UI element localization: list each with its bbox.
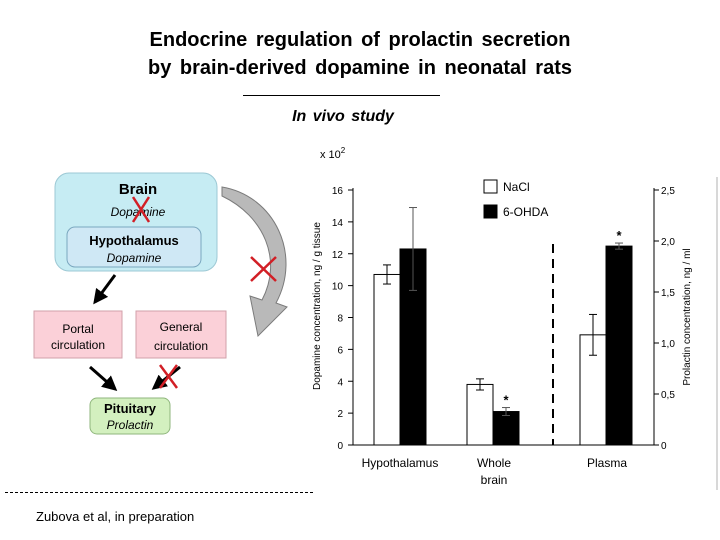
left-axis-tick-label: 14 <box>332 218 344 229</box>
subtitle: In vivo study <box>292 108 394 125</box>
title-line-1: Endocrine regulation of prolactin secret… <box>149 29 571 51</box>
portal-to-pituitary-arrow-icon <box>89 365 118 391</box>
left-axis-tick-label: 10 <box>332 282 344 293</box>
left-axis-tick-label: 0 <box>337 441 343 452</box>
left-axis-tick-label: 12 <box>332 250 344 261</box>
left-axis-multiplier-base: x 10 <box>320 149 341 161</box>
brain-label: Brain <box>119 181 157 198</box>
general-label-line-2: circulation <box>154 339 208 353</box>
left-axis-tick-label: 6 <box>337 345 343 356</box>
credit-text: Zubova et al, in preparation <box>36 509 195 524</box>
left-axis-tick-label: 2 <box>337 409 343 420</box>
right-axis-tick-label: 0 <box>661 441 667 452</box>
category-label: Plasma <box>587 456 627 470</box>
portal-label-line-1: Portal <box>62 322 93 336</box>
right-axis-tick-label: 2,0 <box>661 237 675 248</box>
portal-label-line-2: circulation <box>51 338 105 352</box>
left-axis-tick-label: 8 <box>337 314 343 325</box>
portal-circulation-box <box>33 310 123 359</box>
hypothalamus-label: Hypothalamus <box>89 233 179 248</box>
general-label-line-1: General <box>160 320 203 334</box>
curved-arrow-icon <box>221 186 288 338</box>
legend-label-6-ohda: 6-OHDA <box>503 205 548 219</box>
right-axis-tick-label: 1,0 <box>661 339 675 350</box>
legend-swatch-nacl <box>483 179 498 194</box>
left-axis-multiplier-exponent: 2 <box>341 146 346 155</box>
pituitary-box <box>89 397 171 435</box>
general-circulation-box <box>135 310 227 359</box>
left-axis-tick-label: 4 <box>337 377 343 388</box>
prolactin-label: Prolactin <box>107 418 154 432</box>
slide-edge-line <box>716 177 718 490</box>
title-divider <box>243 95 440 96</box>
bar <box>466 383 494 446</box>
right-axis-tick-label: 0,5 <box>661 390 675 401</box>
left-axis-multiplier: x 102 <box>320 146 346 161</box>
category-label: Hypothalamus <box>362 456 439 470</box>
right-axis-tick-label: 1,5 <box>661 288 675 299</box>
chart-static-layer: x 102 Dopamine concentration, ng / g tis… <box>312 146 693 445</box>
brain-dopamine-cross-icon <box>131 196 151 223</box>
title-line-2: by brain-derived dopamine in neonatal ra… <box>148 57 572 79</box>
footer-divider <box>5 492 313 493</box>
legend-label-nacl: NaCl <box>503 180 530 194</box>
bar <box>605 245 633 446</box>
hypothalamus-dopamine-label: Dopamine <box>107 251 162 265</box>
left-axis-label: Dopamine concentration, ng / g tissue <box>312 222 323 390</box>
bar <box>373 273 401 446</box>
left-axis-tick-label: 16 <box>332 186 344 197</box>
significance-label: * <box>616 228 622 243</box>
bar <box>492 411 520 446</box>
pituitary-label: Pituitary <box>104 401 157 416</box>
chart-marks: 0 2 4 6 8 10 12 14 16 0 0,5 1,0 1,5 2,0 2,5 * * Hypothala… <box>332 186 675 487</box>
right-axis-label: Prolactin concentration, ng / ml <box>682 248 693 385</box>
hypothalamus-to-portal-arrow-icon <box>93 274 117 305</box>
general-arrow-cross-icon <box>158 364 179 389</box>
right-axis-tick-label: 2,5 <box>661 186 675 197</box>
legend-swatch-6-ohda <box>483 204 498 219</box>
category-label: Whole <box>477 456 511 470</box>
significance-label: * <box>503 393 509 408</box>
category-label: brain <box>481 473 508 487</box>
hypothalamus-box <box>66 226 202 268</box>
curved-arrow-cross-icon <box>250 256 277 282</box>
page-title: Endocrine regulation of prolactin secret… <box>0 26 720 82</box>
